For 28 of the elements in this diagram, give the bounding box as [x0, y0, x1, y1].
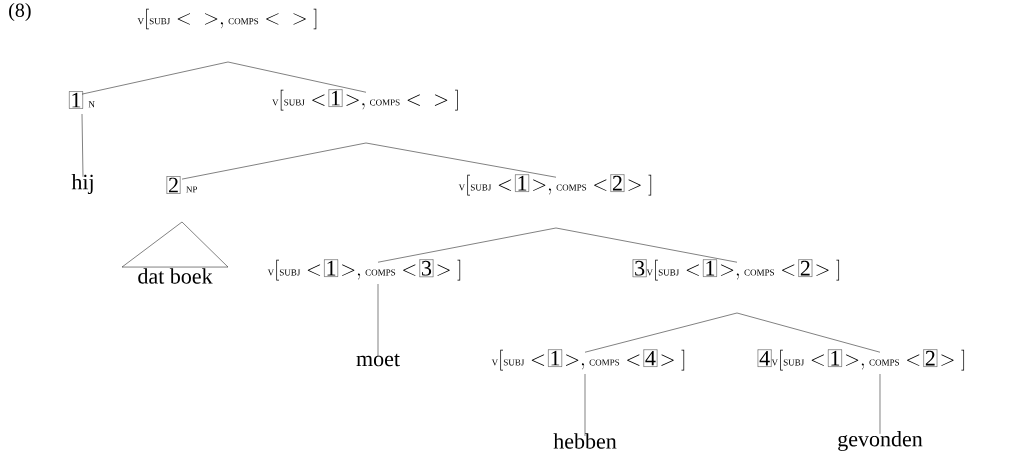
word-label: dat boek: [138, 268, 213, 284]
word-label: moet: [356, 353, 400, 367]
tree-branch: [555, 227, 738, 263]
category-label: $\fbox{2}\ \mbox{\small NP}$: [166, 176, 198, 194]
triangle: [121, 221, 229, 268]
word-label: hij: [71, 174, 93, 194]
tree-branch: [365, 142, 557, 178]
tree-branch: [181, 142, 367, 180]
category-label: $\mbox{\small V}\big[\mbox{\small SUBJ} <\!\fbox{1}\!>, \mbox{\small COMPS} <\!\fbox{4}\!>\big]$: [491, 349, 685, 371]
example-number: (8): [9, 2, 31, 22]
category-label: $\mbox{\small V}\big[\mbox{\small SUBJ} <\!\fbox{1}\!>, \mbox{\small COMPS} < \;\; >\big]$: [272, 89, 458, 111]
category-label: $\mbox{\small V}\big[\mbox{\small SUBJ} <\!\fbox{1}\!> , \mbox{\small COMPS} <\!\fbox{3}\!>\big]$: [267, 259, 461, 281]
category-label: $\fbox{1}\ \mbox{\small N}$: [69, 91, 95, 109]
tree-branch: [736, 312, 881, 353]
tree-branch: [81, 61, 229, 95]
tree-branch: [81, 113, 84, 178]
category-label: $\mbox{\small V}\big[\mbox{\small SUBJ} <\!\fbox{1}\!>, \mbox{\small COMPS} <\!\fbox{2}\!>\big]$: [458, 174, 652, 196]
tree-branch: [879, 373, 881, 435]
category-label: $\mbox{\small V}\big[\mbox{\small SUBJ} < \;\; >, \mbox{\small COMPS} < \;\; >\big]$: [137, 8, 317, 30]
tree-branch: [227, 61, 367, 93]
word-label: hebben: [553, 433, 617, 449]
tree-branch: [377, 283, 379, 357]
category-label: $\fbox{4}\mbox{\small V}\big[\mbox{\small SUBJ} <\!\fbox{1}\!> , \mbox{\small COMPS} <\!\fbox{2}\!>\big]$: [757, 349, 965, 371]
tree-branch: [584, 312, 738, 353]
word-label: gevonden: [838, 431, 923, 451]
tree-branch: [377, 227, 557, 263]
tree-branch: [584, 373, 586, 437]
category-label: $\fbox{3}\mbox{\small V}\big[\mbox{\small SUBJ} <\!\fbox{1}\!>, \mbox{\small COMPS} <\!\fbox{2}\!>\big]$: [632, 259, 840, 281]
